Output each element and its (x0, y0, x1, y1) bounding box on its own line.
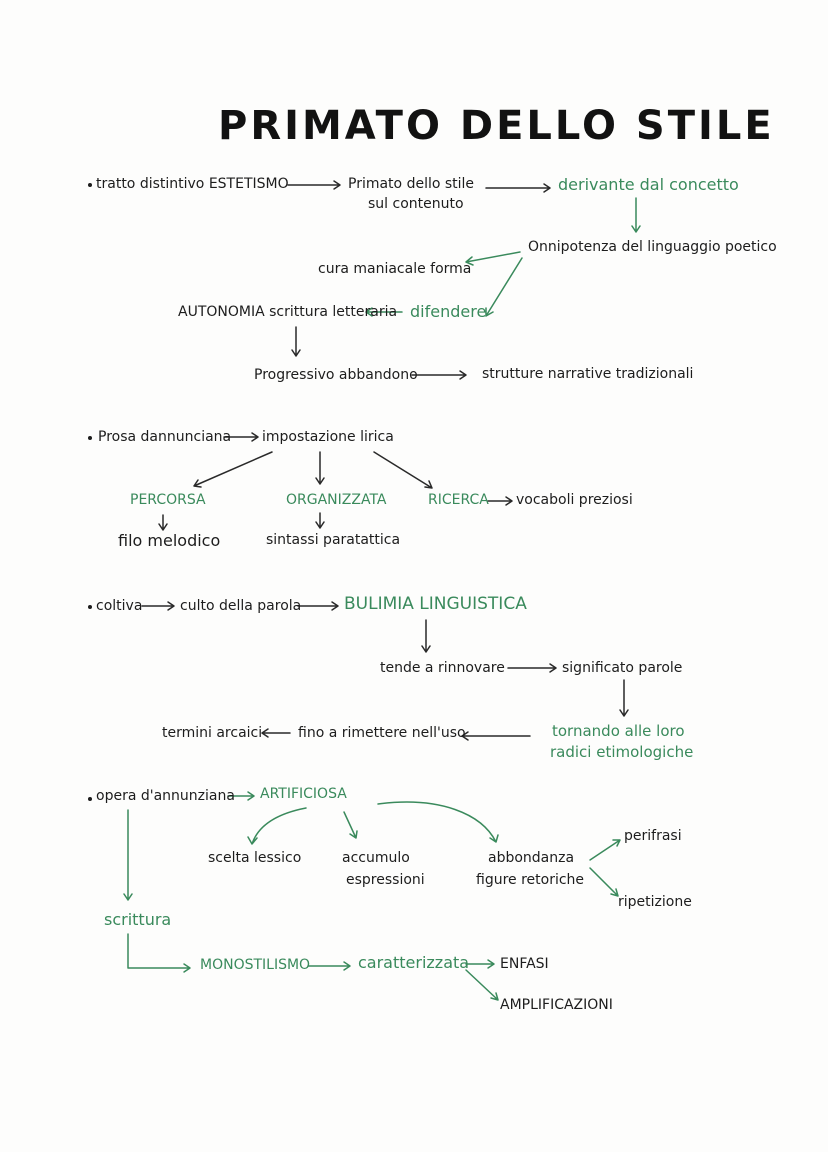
primato-line2: sul contenuto (368, 196, 464, 212)
sintassi-paratattica: sintassi paratattica (266, 532, 401, 548)
monostilismo: MONOSTILISMO (200, 957, 311, 973)
autonomia-scrittura: AUTONOMIA scrittura letteraria (178, 304, 398, 320)
tornando-line2: radici etimologiche (550, 743, 694, 761)
termini-arcaici: termini arcaici (162, 725, 263, 741)
bulimia-linguistica: BULIMIA LINGUISTICA (344, 594, 527, 614)
arrow-impostazione-to-percorsa (193, 451, 273, 488)
abbondanza-line2: figure retoriche (476, 872, 585, 888)
arrow-tende-to-significato (507, 663, 557, 673)
arrow-onnipotenza-to-cura (465, 251, 521, 266)
arrow-fino-to-termini (261, 728, 291, 738)
arrow-derivante-to-onnipotenza (631, 197, 641, 233)
culto-della-parola: culto della parola (180, 598, 302, 614)
scrittura: scrittura (104, 910, 172, 929)
page-title: PRIMATO DELLO STILE (218, 103, 775, 149)
arrow-prosa-to-impostazione (223, 432, 259, 442)
arrow-monostilismo-to-caratterizzata (307, 961, 351, 971)
arrow-significato-to-tornando (619, 679, 629, 717)
arrow-ricerca-to-vocaboli (487, 496, 513, 506)
arrow-culto-to-bulimia (297, 601, 339, 611)
arrow-impostazione-to-ricerca (373, 451, 433, 489)
bullet-section-4 (88, 797, 92, 801)
arrow-organizzata-to-sintassi (315, 512, 325, 529)
accumulo-line2: espressioni (346, 872, 425, 888)
abbondanza-line1: abbondanza (488, 850, 575, 866)
arrow-artificiosa-to-accumulo (343, 811, 358, 839)
caratterizzata: caratterizzata (358, 953, 470, 972)
arrow-bulimia-to-tende (421, 619, 431, 653)
vocaboli-preziosi: vocaboli preziosi (516, 492, 633, 508)
arrow-caratterizzata-to-enfasi (465, 959, 495, 969)
scelta-lessico: scelta lessico (208, 850, 302, 866)
tratto-distintivo: tratto distintivo ESTETISMO (96, 176, 289, 192)
bullet-section-3 (88, 605, 92, 609)
arrow-percorsa-to-filo (158, 514, 168, 531)
perifrasi: perifrasi (624, 828, 682, 844)
coltiva: coltiva (96, 598, 143, 614)
arrow-abbondanza-to-ripetizione (589, 867, 619, 897)
ricerca: RICERCA (428, 492, 489, 508)
arrow-opera-to-artificiosa (227, 791, 255, 801)
tornando-line1: tornando alle loro (552, 722, 685, 740)
primato-line1: Primato dello stile (348, 176, 475, 192)
cura-maniacale: cura maniacale forma (318, 261, 472, 277)
accumulo-line1: accumulo (342, 850, 410, 866)
bullet-section-2 (88, 436, 92, 440)
arrow-difendere-to-autonomia (365, 307, 403, 317)
arrow-onnipotenza-to-difendere (485, 257, 523, 317)
arrow-autonomia-to-progressivo (291, 326, 301, 357)
bullet-section-1 (88, 183, 92, 187)
arrow-tornando-to-fino (461, 731, 531, 741)
arrow-caratterizzata-to-amplificazioni (465, 969, 499, 1001)
artificiosa: ARTIFICIOSA (260, 786, 347, 802)
fino-a-rimettere: fino a rimettere nell'uso (298, 725, 466, 741)
onnipotenza-linguaggio: Onnipotenza del linguaggio poetico (528, 239, 777, 255)
amplificazioni: AMPLIFICAZIONI (500, 997, 613, 1013)
percorsa: PERCORSA (130, 492, 206, 508)
arrow-abbondanza-to-perifrasi (589, 839, 621, 861)
strutture-narrative: strutture narrative tradizionali (482, 366, 694, 382)
arrow-artificiosa-to-scelta (247, 807, 307, 845)
arrow-impostazione-to-organizzata (315, 451, 325, 485)
arrow-opera-to-scrittura (123, 809, 133, 901)
arrow-tratto-to-primato (287, 180, 341, 190)
significato-parole: significato parole (562, 660, 683, 676)
prosa-dannunciana: Prosa dannunciana (98, 429, 232, 445)
arrow-scrittura-to-monostilismo (127, 933, 191, 973)
arrow-primato-to-derivante (485, 183, 551, 193)
filo-melodico: filo melodico (118, 531, 221, 550)
enfasi: ENFASI (500, 956, 549, 972)
tende-a-rinnovare: tende a rinnovare (380, 660, 505, 676)
arrow-progressivo-to-strutture (411, 370, 467, 380)
arrow-coltiva-to-culto (141, 601, 175, 611)
opera-dannunziana: opera d'annunziana (96, 788, 235, 804)
arrow-artificiosa-to-abbondanza (377, 801, 499, 843)
organizzata: ORGANIZZATA (286, 492, 387, 508)
difendere: difendere (410, 302, 487, 321)
impostazione-lirica: impostazione lirica (262, 429, 394, 445)
derivante-dal-concetto: derivante dal concetto (558, 175, 739, 194)
progressivo-abbandono: Progressivo abbandono (254, 367, 418, 383)
ripetizione: ripetizione (618, 894, 692, 910)
